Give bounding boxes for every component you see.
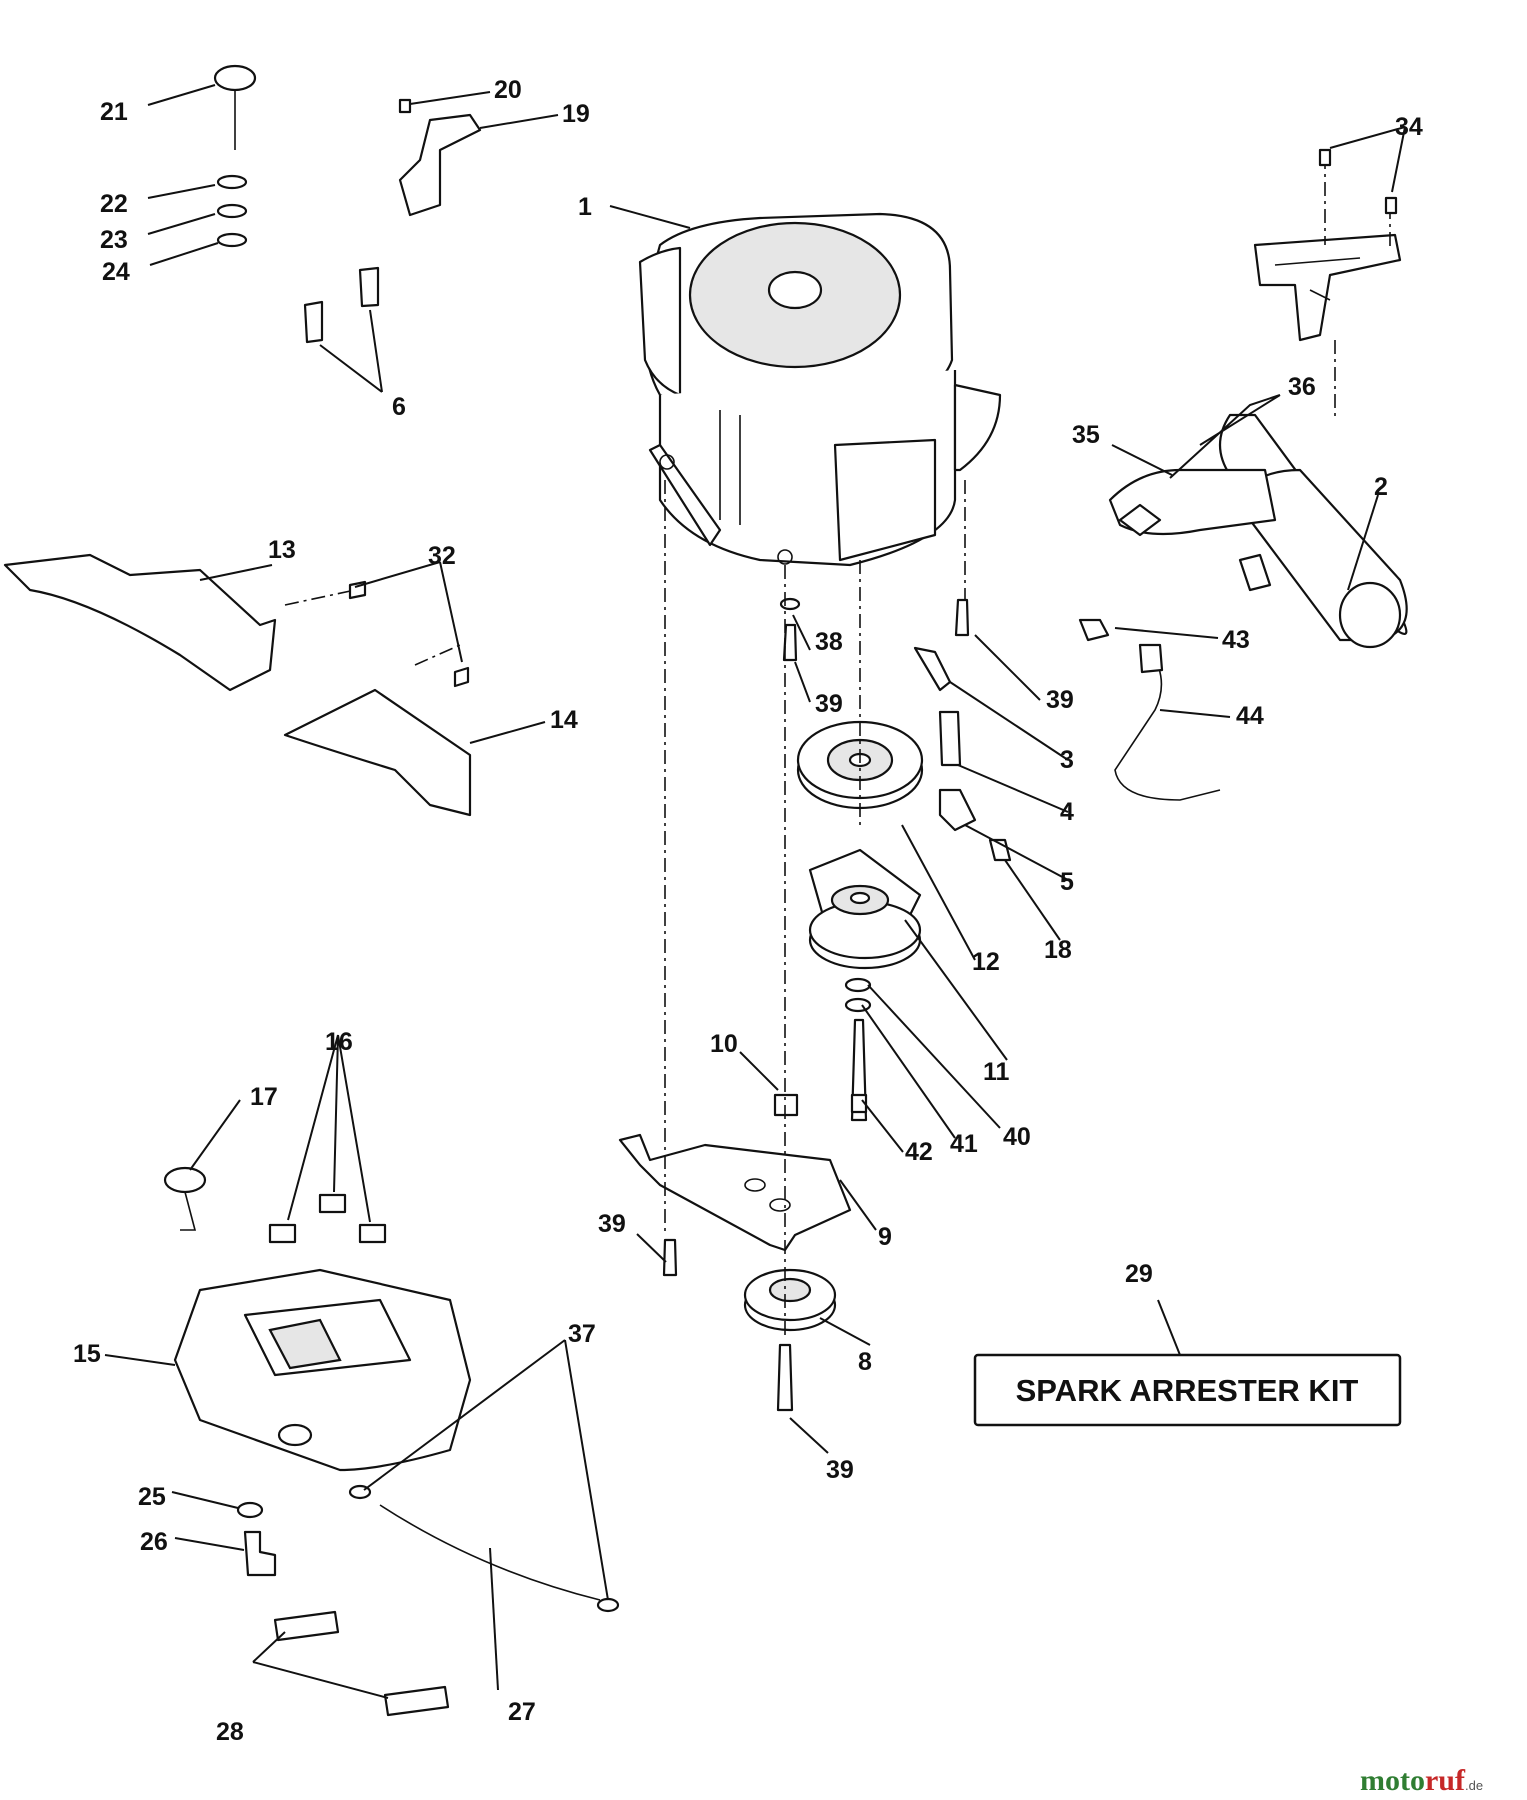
callout-19: 18 [1044,936,1072,964]
callout-20: 19 [562,100,590,128]
callout-44: 43 [1222,626,1250,654]
spark-arrester-kit-label: SPARK ARRESTER KIT [1016,1373,1359,1408]
callout-38: 38 [815,628,843,656]
callout-34: 34 [1395,113,1423,141]
callout-18: 17 [250,1083,278,1111]
callout-24: 23 [100,226,128,254]
svg-text:motoruf.de: motoruf.de [1360,1764,1483,1797]
callout-25: 24 [102,258,130,286]
callout-17: 16 [325,1028,353,1056]
callout-23: 22 [100,190,128,218]
watermark-part-2: ruf [1425,1764,1466,1797]
callout-11: 11 [983,1058,1010,1086]
callout-28: 27 [508,1698,536,1726]
callout-16: 28 [216,1718,244,1746]
callout-39a: 39 [815,690,843,718]
callout-45: 44 [1236,702,1264,730]
callout-39b: 39 [1046,686,1074,714]
callout-numbers: 21 20 19 22 23 24 1 6 34 36 35 2 13 32 1… [73,76,1423,1746]
spark-arrester-kit-box: SPARK ARRESTER KIT [973,1353,1402,1427]
callout-1: 1 [578,193,592,221]
watermark-suffix: .de [1465,1778,1483,1793]
callout-2: 2 [1374,473,1388,501]
callout-40: 39 [826,1456,854,1484]
callout-13: 13 [268,536,296,564]
callout-36: 36 [1288,373,1316,401]
callout-4: 4 [1060,798,1074,826]
callout-27: 26 [140,1528,168,1556]
callout-10: 10 [710,1030,738,1058]
pulley-clutch-drawing [618,480,1012,1412]
callout-15: 15 [73,1340,101,1368]
callout-29: 29 [1125,1260,1153,1288]
callout-12: 12 [972,948,1000,976]
watermark-part-1: moto [1360,1764,1425,1797]
engine-drawing [638,212,1002,567]
callout-14: 14 [550,706,578,734]
callout-42: 41 [950,1130,978,1158]
callout-37: 37 [568,1320,596,1348]
small-parts-drawing [213,64,1221,801]
callout-21: 20 [494,76,522,104]
callout-39c: 39 [598,1210,626,1238]
callout-41: 40 [1003,1123,1031,1151]
callout-35: 35 [1072,421,1100,449]
callout-8: 8 [858,1348,872,1376]
callout-9: 9 [878,1223,892,1251]
muffler-drawing [1108,148,1408,649]
callout-22: 21 [100,98,128,126]
watermark: motoruf.de [1360,1764,1483,1797]
callout-32: 32 [428,542,456,570]
leader-lines [104,84,1406,1699]
callout-43: 42 [905,1138,933,1166]
heat-shield-drawing [3,553,472,817]
callout-3: 3 [1060,746,1074,774]
callout-6: 6 [392,393,406,421]
callout-5: 5 [1060,868,1074,896]
callout-26: 25 [138,1483,166,1511]
fuel-tank-drawing [163,1166,620,1717]
